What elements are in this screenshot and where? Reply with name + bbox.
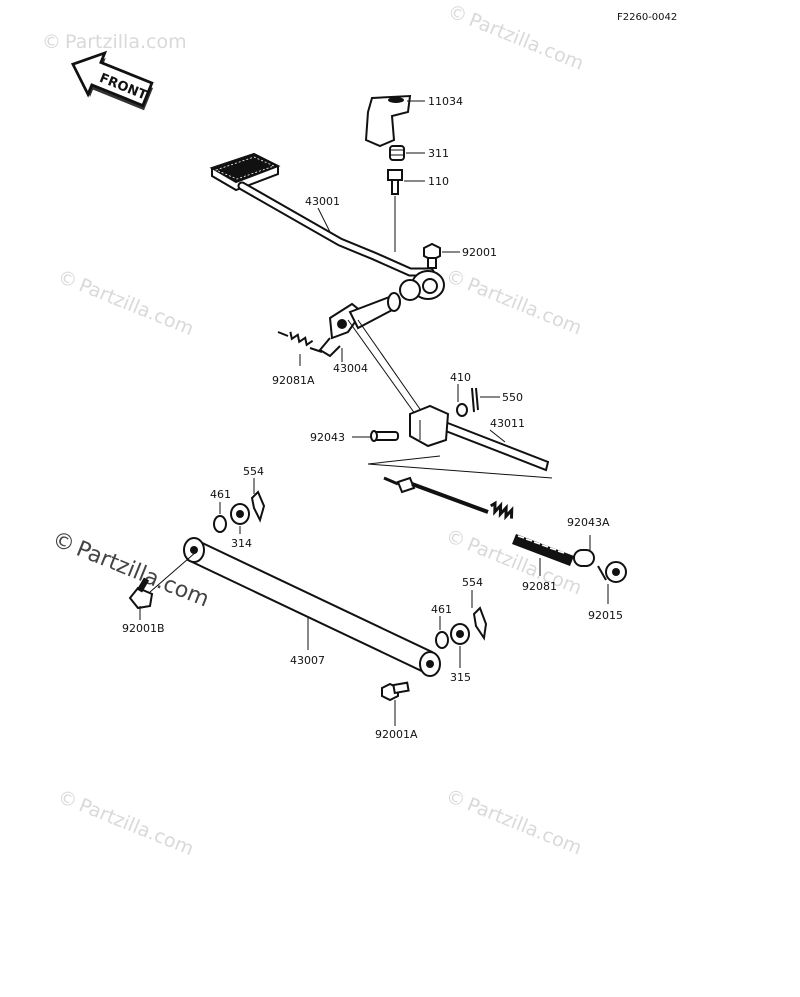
svg-text:©Partzilla.com: ©Partzilla.com: [54, 786, 196, 861]
part-11034-bracket: 11034: [364, 94, 463, 148]
part-43007-link: 43007: [149, 537, 441, 677]
label-311: 311: [428, 147, 449, 160]
part-brake-rod: [383, 476, 514, 521]
label-550: 550: [502, 391, 523, 404]
watermark: ©Partzilla.com: [444, 0, 586, 75]
part-315-nut: 315: [450, 623, 471, 684]
watermark: ©Partzilla.com: [443, 785, 585, 860]
label-315: 315: [450, 671, 471, 684]
label-11034: 11034: [428, 95, 463, 108]
part-461-washer-top: 461: [210, 488, 231, 533]
label-43011: 43011: [490, 417, 525, 430]
label-554-top: 554: [243, 465, 264, 478]
part-92001-bolt: 92001: [423, 242, 497, 269]
part-92001A-bolt: 92001A: [375, 681, 418, 741]
label-110: 110: [428, 175, 449, 188]
svg-text:©Partzilla.com: ©Partzilla.com: [444, 0, 586, 75]
label-92081A: 92081A: [272, 374, 315, 387]
part-110-bolt: 110: [387, 169, 449, 252]
part-92081-spring: 92081: [512, 534, 574, 593]
part-554-clip-top: 554: [243, 465, 266, 523]
label-92001: 92001: [462, 246, 497, 259]
part-92015-nut: 92015: [588, 561, 627, 622]
label-461-bottom: 461: [431, 603, 452, 616]
part-92001B-bolt: 92001B: [122, 577, 165, 635]
part-461-washer-bottom: 461: [431, 603, 452, 649]
svg-text:©Partzilla.com: ©Partzilla.com: [443, 265, 585, 340]
diagram-code: F2260-0042: [617, 12, 677, 23]
part-410-washer: 410: [450, 371, 471, 417]
part-311-nut: 311: [389, 145, 449, 161]
part-43004-shaft: 43004: [318, 292, 401, 375]
label-92043A: 92043A: [567, 516, 610, 529]
watermark: ©Partzilla.com: [42, 31, 187, 53]
label-554-bottom: 554: [462, 576, 483, 589]
label-92043: 92043: [310, 431, 345, 444]
label-92001A: 92001A: [375, 728, 418, 741]
part-550-pin: 550: [471, 387, 523, 413]
label-314: 314: [231, 537, 252, 550]
label-92015: 92015: [588, 609, 623, 622]
watermark: ©Partzilla.com: [54, 786, 196, 861]
label-43001: 43001: [305, 195, 340, 208]
part-43011-rod: 43011: [409, 404, 550, 472]
label-92081: 92081: [522, 580, 557, 593]
part-92043-pin: 92043: [310, 430, 399, 444]
svg-text:©Partzilla.com: ©Partzilla.com: [42, 31, 187, 53]
label-43007: 43007: [290, 654, 325, 667]
part-43001-pedal: 43001: [209, 152, 445, 301]
label-92001B: 92001B: [122, 622, 165, 635]
svg-text:©Partzilla.com: ©Partzilla.com: [54, 266, 196, 341]
svg-text:©Partzilla.com: ©Partzilla.com: [443, 785, 585, 860]
label-410: 410: [450, 371, 471, 384]
part-92081A-spring: 92081A: [272, 331, 323, 387]
part-314-nut: 314: [230, 503, 252, 550]
label-461-top: 461: [210, 488, 231, 501]
label-43004: 43004: [333, 362, 368, 375]
part-554-clip-bottom: 554: [462, 576, 488, 641]
watermark: ©Partzilla.com: [54, 266, 196, 341]
part-92043A-pin: 92043A: [567, 516, 610, 567]
front-arrow-icon: FRONT: [70, 50, 154, 111]
watermark: ©Partzilla.com: [443, 265, 585, 340]
